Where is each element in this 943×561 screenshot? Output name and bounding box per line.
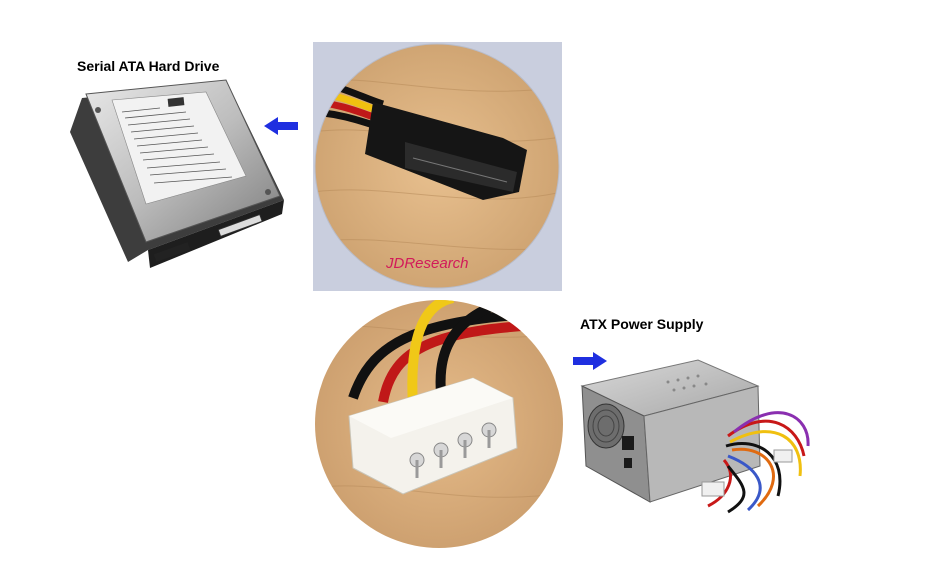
molex-connector-photo (315, 300, 563, 548)
power-supply-image (580, 359, 810, 514)
sata-connector-photo: JDResearch (313, 42, 562, 291)
arrow-right-icon (573, 352, 607, 370)
psu-label: ATX Power Supply (580, 316, 704, 332)
arrow-left-icon (264, 117, 298, 135)
watermark-text: JDResearch (386, 255, 469, 272)
hard-drive-image (70, 79, 284, 268)
hdd-label: Serial ATA Hard Drive (77, 58, 220, 74)
